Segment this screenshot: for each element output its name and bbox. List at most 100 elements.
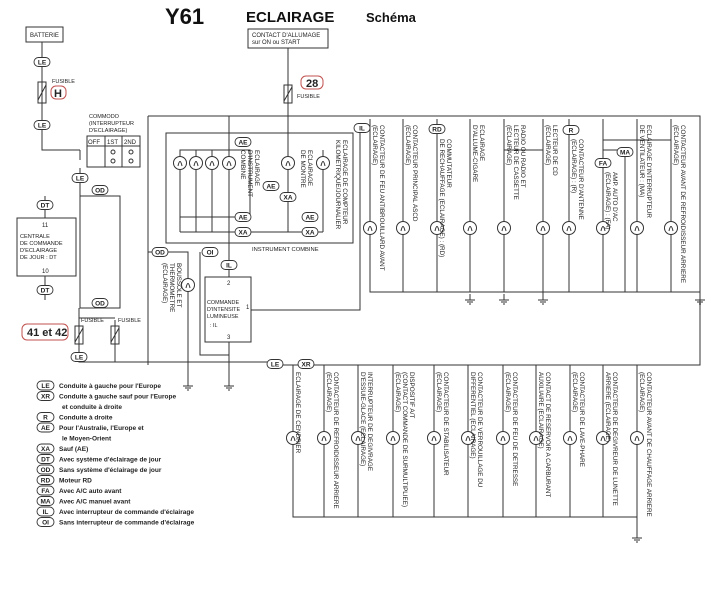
lower-branch-label: CONTACTEUR DE STABILISATEUR(ECLAIRAGE) [435, 372, 449, 476]
tag-xa: XA [279, 192, 297, 202]
pin-label: 3 [227, 335, 231, 341]
svg-text:XA: XA [41, 446, 50, 453]
fuse-label: FUSIBLE [118, 318, 141, 324]
svg-text:LE: LE [38, 59, 47, 66]
pin-label: 11 [42, 223, 49, 229]
cluster-lamp-2 [205, 156, 219, 170]
lower-branch-label: ECLAIRAGE DE CENDRIER [294, 372, 301, 454]
dimmer-label: LUMINEUSE [207, 314, 239, 320]
tag-fa: FA [594, 158, 612, 168]
svg-text:OD: OD [95, 300, 105, 307]
ground-icon [465, 294, 475, 305]
tag-le: LE [33, 57, 51, 67]
lamp-lower-3 [386, 431, 400, 445]
tag-il: IL [220, 260, 238, 270]
ground-icon [224, 380, 234, 391]
page-title: ECLAIRAGE [246, 9, 334, 26]
cluster-lamp-0 [173, 156, 187, 170]
battery-box: BATTERIE [25, 26, 64, 43]
ground-icon [632, 532, 642, 543]
svg-text:R: R [43, 415, 48, 422]
svg-text:Avec système d'éclairage de jo: Avec système d'éclairage de jour [59, 457, 162, 464]
cluster-lamp-3 [222, 156, 236, 170]
svg-text:R: R [569, 127, 574, 134]
lamp-upper-2 [430, 221, 444, 235]
lower-branch-label: CONTACTEUR DE REFROIDISSEUR ARRIERE(ECLA… [325, 372, 339, 509]
switch-label: (INTERRUPTEUR [89, 121, 134, 127]
svg-text:LE: LE [38, 122, 47, 129]
svg-text:FA: FA [599, 160, 608, 167]
dimmer-label: D'INTENSITE [207, 307, 240, 313]
svg-text:DT: DT [41, 287, 50, 294]
lamp-lower-10 [630, 431, 644, 445]
svg-text:OI: OI [42, 520, 49, 527]
tag-il: IL [353, 123, 371, 133]
lower-branch-label: CONTACT DE RESERVOIR A CARBURANTAUXILIAI… [537, 372, 551, 497]
svg-text:DT: DT [41, 457, 50, 464]
switch-label: D'ECLAIRAGE) [89, 128, 128, 134]
pin-label: 10 [42, 269, 49, 275]
lamp-upper-5 [536, 221, 550, 235]
svg-text:Conduite à droite: Conduite à droite [59, 415, 113, 422]
lamp-upper-4 [497, 221, 511, 235]
fuse-28: FUSIBLE [283, 84, 320, 104]
tag-le: LE [71, 173, 89, 183]
ground-icon [183, 380, 193, 391]
svg-text:Avec A/C manuel avant: Avec A/C manuel avant [59, 499, 131, 506]
fuse-label: FUSIBLE [52, 79, 75, 85]
tag-ae: AE [262, 181, 280, 191]
svg-text:OI: OI [207, 249, 214, 256]
clock-lamp [281, 156, 295, 170]
svg-text:LE: LE [41, 383, 50, 390]
svg-text:Pour l'Australie, l'Europe et: Pour l'Australie, l'Europe et [59, 425, 145, 432]
battery-label: BATTERIE [30, 33, 59, 39]
svg-text:le Moyen-Orient: le Moyen-Orient [62, 436, 112, 443]
lower-branch-label: CONTACTEUR DE FEU DE DETRESSE(ECLAIRAGE) [504, 372, 518, 486]
upper-branch-label: AMP. AUTO D'AC(ECLAIRAGE) : (FA) [604, 172, 618, 229]
switch-position-2nd: 2ND [124, 140, 137, 146]
cluster-lamp-1 [189, 156, 203, 170]
ground-icon [499, 294, 509, 305]
tag-le: LE [33, 120, 51, 130]
lower-branch-label: CONTACTEUR DE DEGIVREUR DE LUNETTEARRIER… [604, 372, 618, 506]
svg-text:Conduite à gauche pour l'Europ: Conduite à gauche pour l'Europe [59, 383, 161, 390]
lamp-lower-9 [596, 431, 610, 445]
svg-text:XR: XR [41, 394, 50, 401]
fuse-28-number: 28 [306, 78, 318, 90]
svg-text:AE: AE [305, 214, 315, 221]
drl-label: DE COMMANDE [20, 241, 63, 247]
tag-r: R [562, 125, 580, 135]
ground-icon [538, 294, 548, 305]
svg-text:MA: MA [40, 499, 50, 506]
upper-branch-label: COMMUTATEURDE RECHAUFFAGE (ECLAIRAGE) : … [438, 139, 452, 257]
lamp-lower-5 [461, 431, 475, 445]
fuse-h-number: H [54, 88, 62, 100]
cluster-label: ECLAIRAGED'INSTRUMENTCOMBINE [239, 150, 260, 197]
lamp-lower-4 [427, 431, 441, 445]
tag-xr: XR [297, 359, 315, 369]
svg-text:RD: RD [41, 478, 51, 485]
ignition-label: CONTACT D'ALLUMAGE [252, 33, 320, 39]
lower-branch-label: CONTACTEUR DE LAVE-PHARE(ECLAIRAGE) [571, 372, 585, 467]
svg-text:OD: OD [41, 467, 51, 474]
svg-text:MA: MA [620, 149, 630, 156]
svg-text:RD: RD [432, 126, 442, 133]
lower-branch-label: DISPOSITIF A/T(CONTACT COMMANDE DE SURMU… [394, 372, 415, 507]
tag-le: LE [70, 352, 88, 362]
lamp-lower-6 [496, 431, 510, 445]
tag-od: OD [91, 185, 109, 195]
page-subtitle: Schéma [366, 10, 417, 25]
svg-text:XA: XA [305, 229, 314, 236]
dimmer-label: : IL [210, 323, 218, 329]
fuse-h: FUSIBLE [37, 79, 75, 104]
svg-text:Sans système d'éclairage de jo: Sans système d'éclairage de jour [59, 467, 162, 474]
upper-branch-label: CONTACTEUR AVANT DE REFROIDISSEUR ARRIER… [672, 125, 686, 283]
svg-text:Avec interrupteur de commande: Avec interrupteur de commande d'éclairag… [59, 509, 194, 516]
pin-label: 2 [227, 281, 231, 287]
